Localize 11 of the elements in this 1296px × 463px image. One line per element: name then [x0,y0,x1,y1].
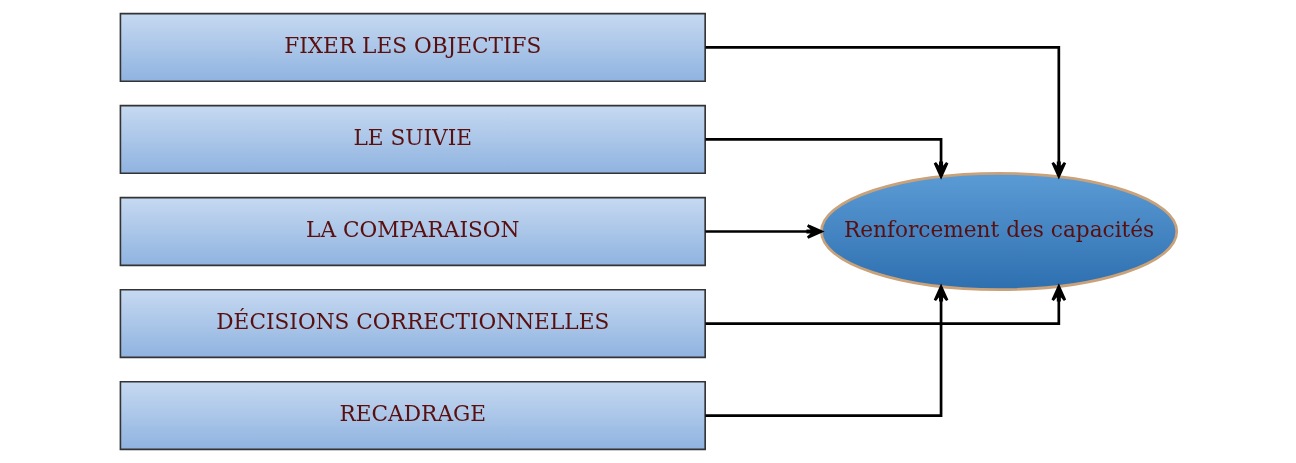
node-box: FIXER LES OBJECTIFS [119,12,706,83]
node-ellipse: Renforcement des capacités [819,171,1178,292]
arrow [705,285,948,417]
node-box: LA COMPARAISON [119,196,706,267]
arrow [705,224,823,239]
node-box: LE SUIVIE [119,104,706,175]
node-box: RECADRAGE [119,380,706,451]
arrow [705,138,948,178]
node-box: DÉCISIONS CORRECTIONNELLES [119,288,706,359]
arrow [705,285,1066,325]
arrow [705,46,1066,178]
